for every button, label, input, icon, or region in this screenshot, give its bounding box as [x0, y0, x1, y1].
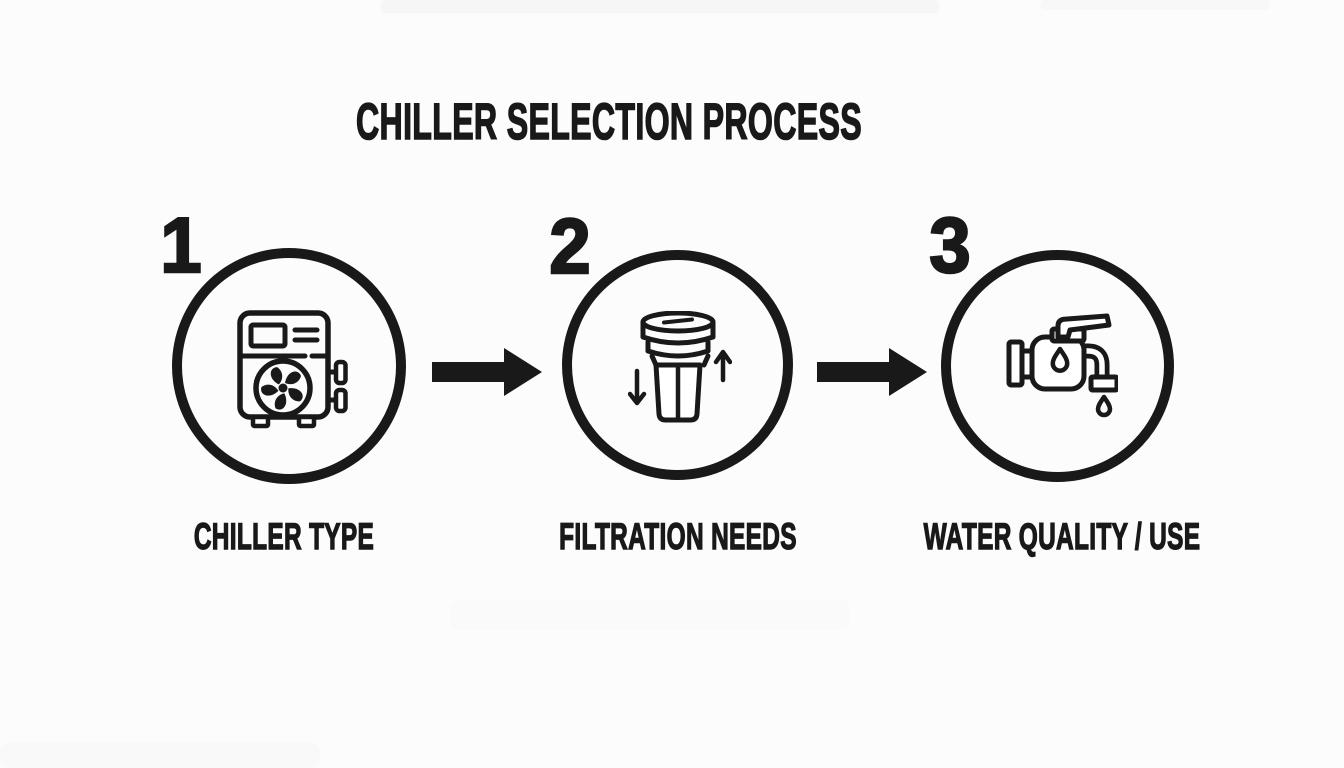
- step-circle-2: [562, 250, 793, 480]
- step-circle-1: [172, 248, 406, 484]
- background-blotch: [1040, 0, 1270, 10]
- step-number-1: 1: [159, 200, 203, 291]
- background-blotch: [380, 0, 940, 13]
- step-number-2: 2: [548, 201, 592, 292]
- step-label-water-quality-use: WATER QUALITY / USE: [923, 515, 1201, 557]
- filter-cartridge-icon: [628, 311, 732, 423]
- faucet-drip-icon: [1006, 313, 1118, 418]
- step-circle-3: [941, 250, 1174, 482]
- arrow-right-icon: [432, 348, 542, 396]
- background-blotch: [0, 742, 320, 768]
- step-label-chiller-type: CHILLER TYPE: [193, 515, 375, 557]
- page-title: CHILLER SELECTION PROCESS: [356, 92, 863, 151]
- background-blotch: [450, 600, 850, 630]
- step-label-filtration-needs: FILTRATION NEEDS: [559, 515, 797, 557]
- chiller-unit-icon: [237, 310, 348, 429]
- step-number-3: 3: [928, 200, 972, 291]
- arrow-right-icon: [817, 348, 927, 396]
